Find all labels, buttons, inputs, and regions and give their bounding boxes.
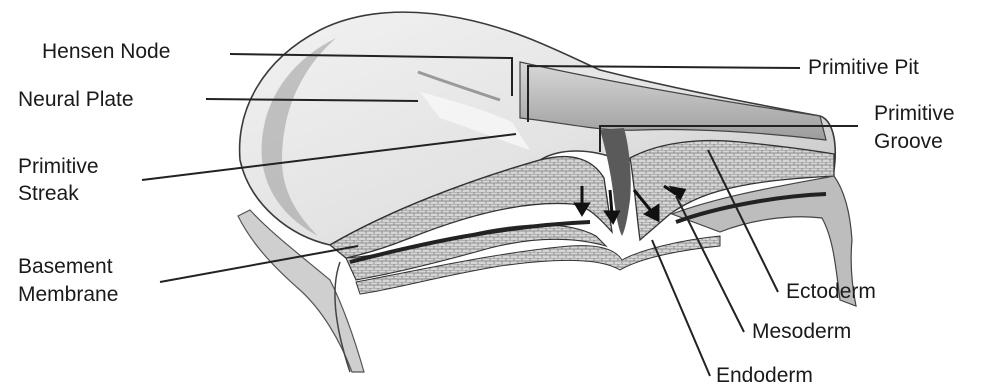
label-primitive-groove-line1: Primitive [874, 102, 955, 126]
label-ectoderm: Ectoderm [786, 280, 876, 304]
label-mesoderm: Mesoderm [752, 320, 851, 344]
label-primitive-streak-line2: Streak [18, 182, 79, 206]
label-basement-membrane-line1: Basement [18, 255, 113, 279]
label-basement-membrane-line2: Membrane [18, 283, 118, 307]
label-neural-plate: Neural Plate [18, 88, 134, 112]
label-primitive-groove-line2: Groove [874, 130, 943, 154]
endoderm-leader [652, 240, 710, 376]
basement-membrane-leader [160, 246, 358, 282]
label-primitive-streak-line1: Primitive [18, 155, 99, 179]
label-primitive-pit: Primitive Pit [808, 56, 919, 80]
label-endoderm: Endoderm [716, 364, 813, 388]
label-hensen-node: Hensen Node [42, 40, 170, 64]
